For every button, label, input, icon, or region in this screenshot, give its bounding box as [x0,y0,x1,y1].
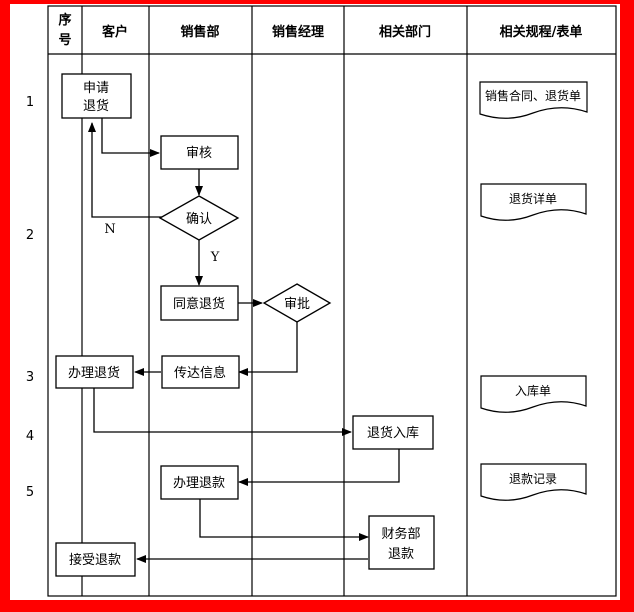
label-yes: Y [210,250,220,265]
node-apply-return: 申请 退货 [61,73,132,119]
doc-return-detail-label: 退货详单 [509,191,557,206]
arrow-apply-to-review [101,118,160,157]
node-accept-refund-label: 接受退款 [69,552,121,568]
arrow-approve-to-convey [238,322,298,376]
header-forms: 相关规程/表单 [500,24,583,40]
doc-refund-record-label: 退款记录 [509,472,557,486]
node-handle-return: 办理退货 [55,355,134,389]
node-stock-in: 退货入库 [352,415,434,450]
flowchart-frame: 序 号 客户 销售部 销售经理 相关部门 相关规程/表单 1 2 3 4 5 N… [10,4,620,600]
header-manager: 销售经理 [272,24,324,40]
node-confirm-label: 确认 [186,212,212,227]
flowchart-canvas: 序 号 客户 销售部 销售经理 相关部门 相关规程/表单 1 2 3 4 5 N… [26,5,617,597]
connectors [88,118,400,563]
node-review: 审核 [160,135,239,170]
doc-refund-record: 退款记录 [480,463,587,501]
node-stock-in-label: 退货入库 [367,425,419,441]
row-numbers: 1 2 3 4 5 [26,95,34,500]
node-confirm-decision: 确认 [158,195,240,241]
header-seq-line2: 号 [58,33,71,48]
node-finance-refund-line1: 财务部 [381,526,420,542]
node-review-label: 审核 [186,146,212,161]
header-customer: 客户 [102,24,128,40]
arrow-handle-return-to-stock-in [93,388,352,436]
row-number-1: 1 [26,95,34,110]
node-approve-label: 审批 [284,297,310,312]
node-finance-refund: 财务部 退款 [368,515,435,570]
arrow-refund-to-finance [199,499,369,541]
node-handle-refund-label: 办理退款 [173,476,225,491]
header-related-dept: 相关部门 [379,24,431,40]
doc-warehouse-receipt-label: 入库单 [515,383,551,398]
node-apply-return-line2: 退货 [83,98,109,114]
row-number-5: 5 [26,485,34,500]
header-seq-line1: 序 [58,12,71,28]
label-no: N [104,222,115,237]
node-accept-refund: 接受退款 [55,542,136,577]
node-approve-decision: 审批 [262,283,332,323]
doc-sales-contract: 销售合同、退货单 [479,81,588,119]
doc-warehouse-receipt: 入库单 [480,375,587,413]
node-handle-refund: 办理退款 [160,465,239,500]
node-finance-refund-line2: 退款 [388,547,414,562]
column-headers: 序 号 客户 销售部 销售经理 相关部门 相关规程/表单 [58,12,582,48]
row-number-2: 2 [26,228,34,243]
doc-sales-contract-label: 销售合同、退货单 [485,88,581,103]
arrow-stock-in-to-refund [238,449,400,486]
row-number-3: 3 [26,370,34,385]
doc-return-detail: 退货详单 [480,183,587,221]
node-apply-return-line1: 申请 [83,81,109,96]
arrow-confirm-no-back [88,122,162,218]
node-convey-info-label: 传达信息 [174,365,226,381]
node-handle-return-label: 办理退货 [68,365,120,381]
swimlane-grid [47,5,617,597]
row-number-4: 4 [26,429,34,444]
node-agree-return-label: 同意退货 [173,296,225,312]
node-agree-return: 同意退货 [160,285,239,321]
header-sales: 销售部 [180,24,219,40]
node-convey-info: 传达信息 [161,355,240,389]
